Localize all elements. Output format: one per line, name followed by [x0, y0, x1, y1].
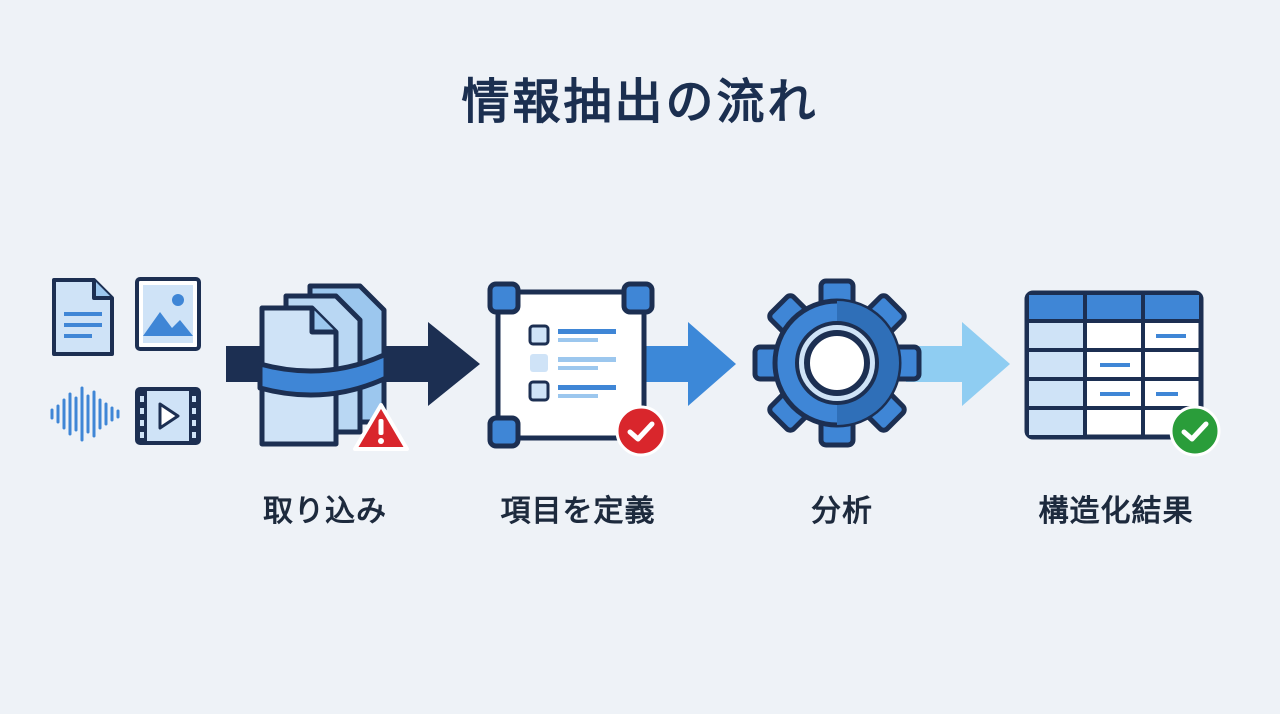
documents-stack-icon	[257, 283, 389, 447]
form-fields-icon	[487, 281, 655, 449]
image-icon	[135, 277, 201, 351]
audio-wave-icon	[50, 386, 120, 442]
step-label-ingest: 取り込み	[263, 494, 387, 529]
flow-arrow-3	[906, 322, 1010, 406]
warning-badge-icon	[353, 403, 409, 451]
video-icon	[135, 387, 201, 445]
step-label-structured-result: 構造化結果	[1038, 494, 1194, 529]
gear-icon	[752, 278, 922, 448]
table-grid-icon	[1024, 290, 1204, 440]
check-badge-icon	[1169, 405, 1221, 457]
flow-arrow-2	[630, 322, 736, 406]
document-icon	[52, 278, 114, 356]
page-title: 情報抽出の流れ	[461, 74, 819, 130]
check-badge-icon	[615, 405, 667, 457]
step-label-define-fields: 項目を定義	[500, 494, 656, 529]
step-label-analyze: 分析	[811, 494, 873, 529]
